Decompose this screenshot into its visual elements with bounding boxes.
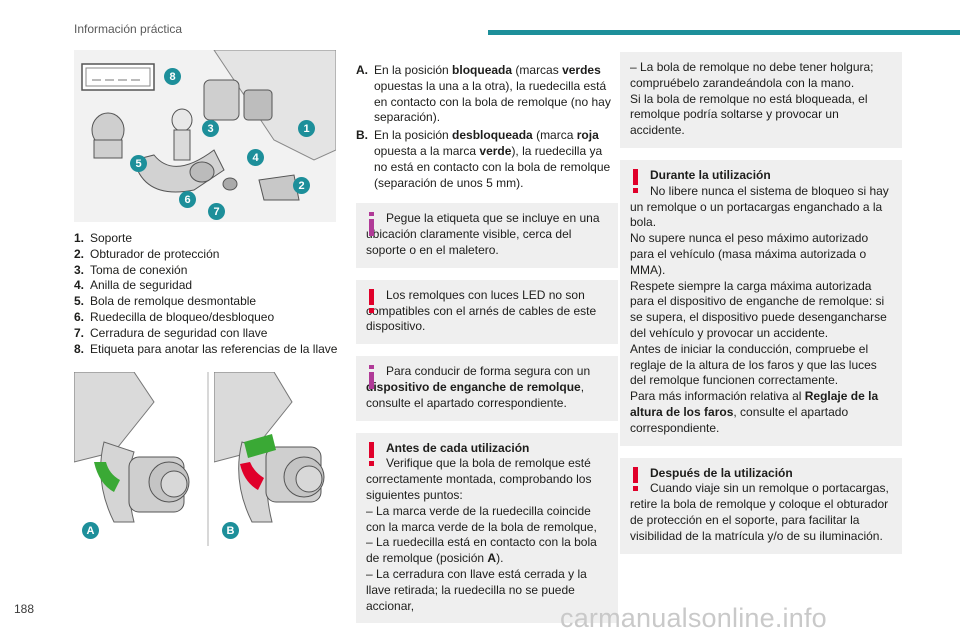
callout-3: 3 <box>202 120 219 137</box>
middle-column: A. En la posición bloqueada (marcas verd… <box>356 63 618 635</box>
callout-2: 2 <box>293 177 310 194</box>
warning-icon <box>633 466 638 491</box>
position-a-description: A. En la posición bloqueada (marcas verd… <box>356 63 611 125</box>
continued-box: – La bola de remolque no debe tener holg… <box>620 52 902 148</box>
tow-hitch-illustration: 8 1 3 4 5 2 6 7 <box>74 50 336 222</box>
callout-8: 8 <box>164 68 181 85</box>
info-icon <box>369 212 374 237</box>
warning-box-after-use: Después de la utilización Cuando viaje s… <box>620 457 902 554</box>
section-title: Información práctica <box>74 22 183 36</box>
header-accent-bar <box>488 30 960 35</box>
position-b-illustration: B <box>214 372 338 546</box>
warning-icon <box>369 441 374 466</box>
list-item: 7.Cerradura de seguridad con llave <box>74 325 268 340</box>
info-icon <box>369 365 374 390</box>
page-number: 188 <box>14 602 35 616</box>
label-b: B <box>222 522 239 539</box>
position-b-description: B. En la posición desbloqueada (marca ro… <box>356 128 611 190</box>
warning-icon <box>369 288 374 313</box>
tow-hitch-drawing <box>81 50 336 201</box>
callout-7: 7 <box>208 203 225 220</box>
list-item: 2.Obturador de protección <box>74 246 220 261</box>
callout-4: 4 <box>247 149 264 166</box>
watermark: carmanualsonline.info <box>560 603 827 633</box>
callout-5: 5 <box>130 155 147 172</box>
list-item: 4.Anilla de seguridad <box>74 278 193 293</box>
info-box-driving: Para conducir de forma segura con un dis… <box>356 356 618 421</box>
callout-6: 6 <box>179 191 196 208</box>
parts-list: 1.Soporte 2.Obturador de protección 3.To… <box>74 231 354 357</box>
callout-1: 1 <box>298 120 315 137</box>
label-a: A <box>82 522 99 539</box>
right-column: – La bola de remolque no debe tener holg… <box>620 52 902 566</box>
figure-divider <box>207 372 209 546</box>
position-a-illustration: A <box>74 372 204 546</box>
list-item: 6.Ruedecilla de bloqueo/desbloqueo <box>74 309 275 324</box>
warning-box-during-use: Durante la utilización No libere nunca e… <box>620 159 902 446</box>
list-item: 8.Etiqueta para anotar las referencias d… <box>74 341 338 356</box>
list-item: 1.Soporte <box>74 231 133 245</box>
list-item: 5.Bola de remolque desmontable <box>74 294 257 309</box>
warning-box-before-use: Antes de cada utilización Verifique que … <box>356 432 618 624</box>
warning-box-led: Los remolques con luces LED no son compa… <box>356 279 618 345</box>
warning-icon <box>633 168 638 193</box>
info-box-label: Pegue la etiqueta que se incluye en una … <box>356 203 618 268</box>
list-item: 3.Toma de conexión <box>74 262 188 277</box>
